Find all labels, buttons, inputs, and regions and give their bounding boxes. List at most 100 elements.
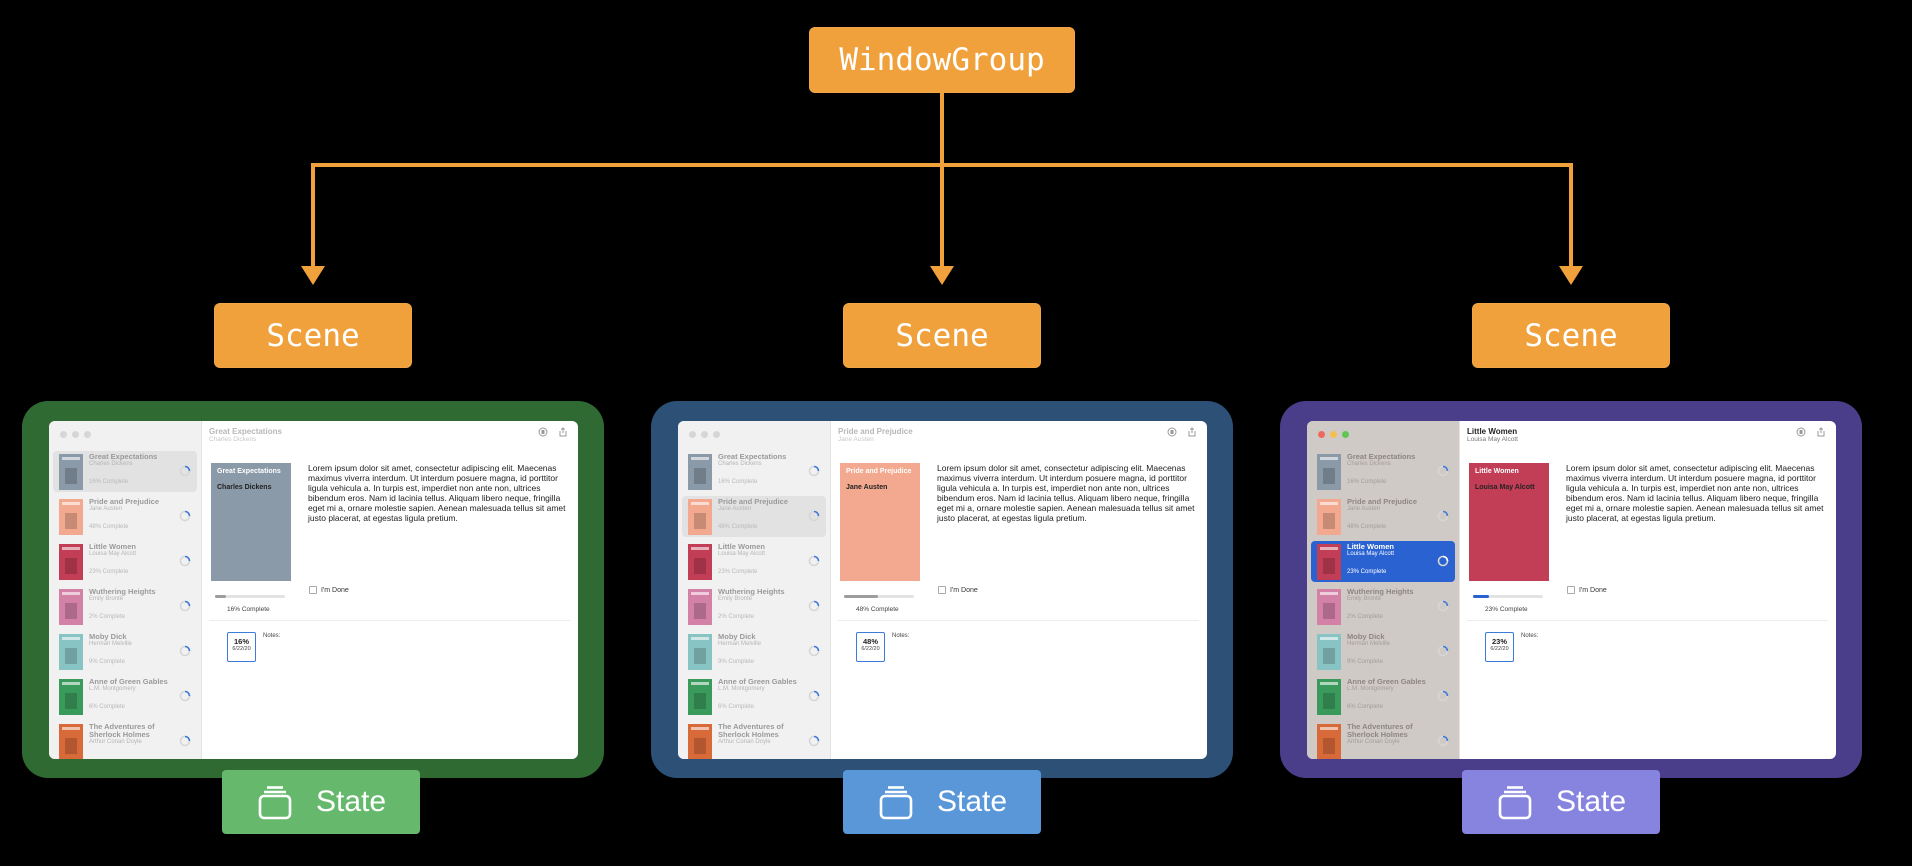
minimize-button[interactable] [1330, 431, 1337, 438]
book-title: Little Women [1347, 542, 1394, 551]
cover-title: Little Women [1475, 468, 1519, 475]
checkbox[interactable] [938, 586, 946, 594]
window-controls[interactable] [689, 431, 720, 438]
progress-bar [844, 595, 914, 598]
progress-entry[interactable]: 23%6/22/20 [1485, 632, 1514, 662]
book-title: Wuthering Heights [1347, 587, 1414, 596]
book-author: Louisa May Alcott [1347, 551, 1395, 557]
book-title: Anne of Green Gables [89, 677, 168, 686]
progress-date: 6/22/20 [232, 646, 251, 652]
share-icon[interactable] [1187, 427, 1197, 437]
checkbox[interactable] [309, 586, 317, 594]
bookmark-icon[interactable] [538, 427, 548, 437]
progress-label: 48% Complete [856, 606, 899, 613]
book-cover-icon [59, 499, 83, 535]
minimize-button[interactable] [701, 431, 708, 438]
zoom-button[interactable] [84, 431, 91, 438]
done-checkbox[interactable]: I'm Done [938, 586, 978, 594]
book-cover-icon [59, 724, 83, 759]
stack-icon [879, 786, 913, 820]
close-button[interactable] [1318, 431, 1325, 438]
progress-ring-icon [1437, 600, 1449, 612]
book-description: Lorem ipsum dolor sit amet, consectetur … [308, 463, 566, 523]
progress-ring-icon [808, 735, 820, 747]
book-author: Jane Austen [718, 506, 752, 512]
book-author: Arthur Conan Doyle [718, 739, 771, 745]
progress-entry[interactable]: 16%6/22/20 [227, 632, 256, 662]
book-progress: 6% Complete [89, 704, 126, 710]
book-description: Lorem ipsum dolor sit amet, consectetur … [1566, 463, 1824, 523]
notes-label: Notes: [892, 633, 910, 639]
done-checkbox[interactable]: I'm Done [309, 586, 349, 594]
progress-ring-icon [179, 465, 191, 477]
notes-label: Notes: [263, 633, 281, 639]
book-cover-icon [59, 679, 83, 715]
state-label: State [1555, 785, 1627, 818]
done-label: I'm Done [950, 586, 978, 594]
progress-ring-icon [1437, 645, 1449, 657]
close-button[interactable] [689, 431, 696, 438]
progress-percent: 23% [1491, 637, 1507, 646]
book-progress: 9% Complete [89, 659, 126, 665]
state-badge-2: State [843, 770, 1041, 834]
bookmark-icon[interactable] [1796, 427, 1806, 437]
zoom-button[interactable] [713, 431, 720, 438]
progress-entry[interactable]: 48%6/22/20 [856, 632, 885, 662]
window-controls[interactable] [1318, 431, 1349, 438]
book-title: Anne of Green Gables [718, 677, 797, 686]
book-author: Charles Dickens [1347, 461, 1391, 467]
share-icon[interactable] [1816, 427, 1826, 437]
book-author: Herman Melville [1347, 641, 1391, 647]
book-title: Pride and Prejudice [718, 497, 789, 506]
progress-ring-icon [1437, 510, 1449, 522]
book-progress: 16% Complete [89, 479, 129, 485]
done-checkbox[interactable]: I'm Done [1567, 586, 1607, 594]
book-title: Little Women [89, 542, 136, 551]
arrowhead-scene-1 [301, 266, 325, 285]
book-title: Little Women [718, 542, 765, 551]
close-button[interactable] [60, 431, 67, 438]
progress-ring-icon [1437, 465, 1449, 477]
book-progress: 6% Complete [718, 704, 755, 710]
arrowhead-scene-3 [1559, 266, 1583, 285]
window-controls[interactable] [60, 431, 91, 438]
book-cover-icon [59, 589, 83, 625]
checkbox[interactable] [1567, 586, 1575, 594]
book-cover-icon [1317, 589, 1341, 625]
zoom-button[interactable] [1342, 431, 1349, 438]
book-cover-icon [1317, 454, 1341, 490]
bookmark-icon[interactable] [1167, 427, 1177, 437]
minimize-button[interactable] [72, 431, 79, 438]
share-icon[interactable] [558, 427, 568, 437]
progress-ring-icon [808, 555, 820, 567]
state-label: State [315, 785, 387, 818]
book-cover-icon [1317, 634, 1341, 670]
book-author: L.M. Montgomery [89, 686, 136, 692]
